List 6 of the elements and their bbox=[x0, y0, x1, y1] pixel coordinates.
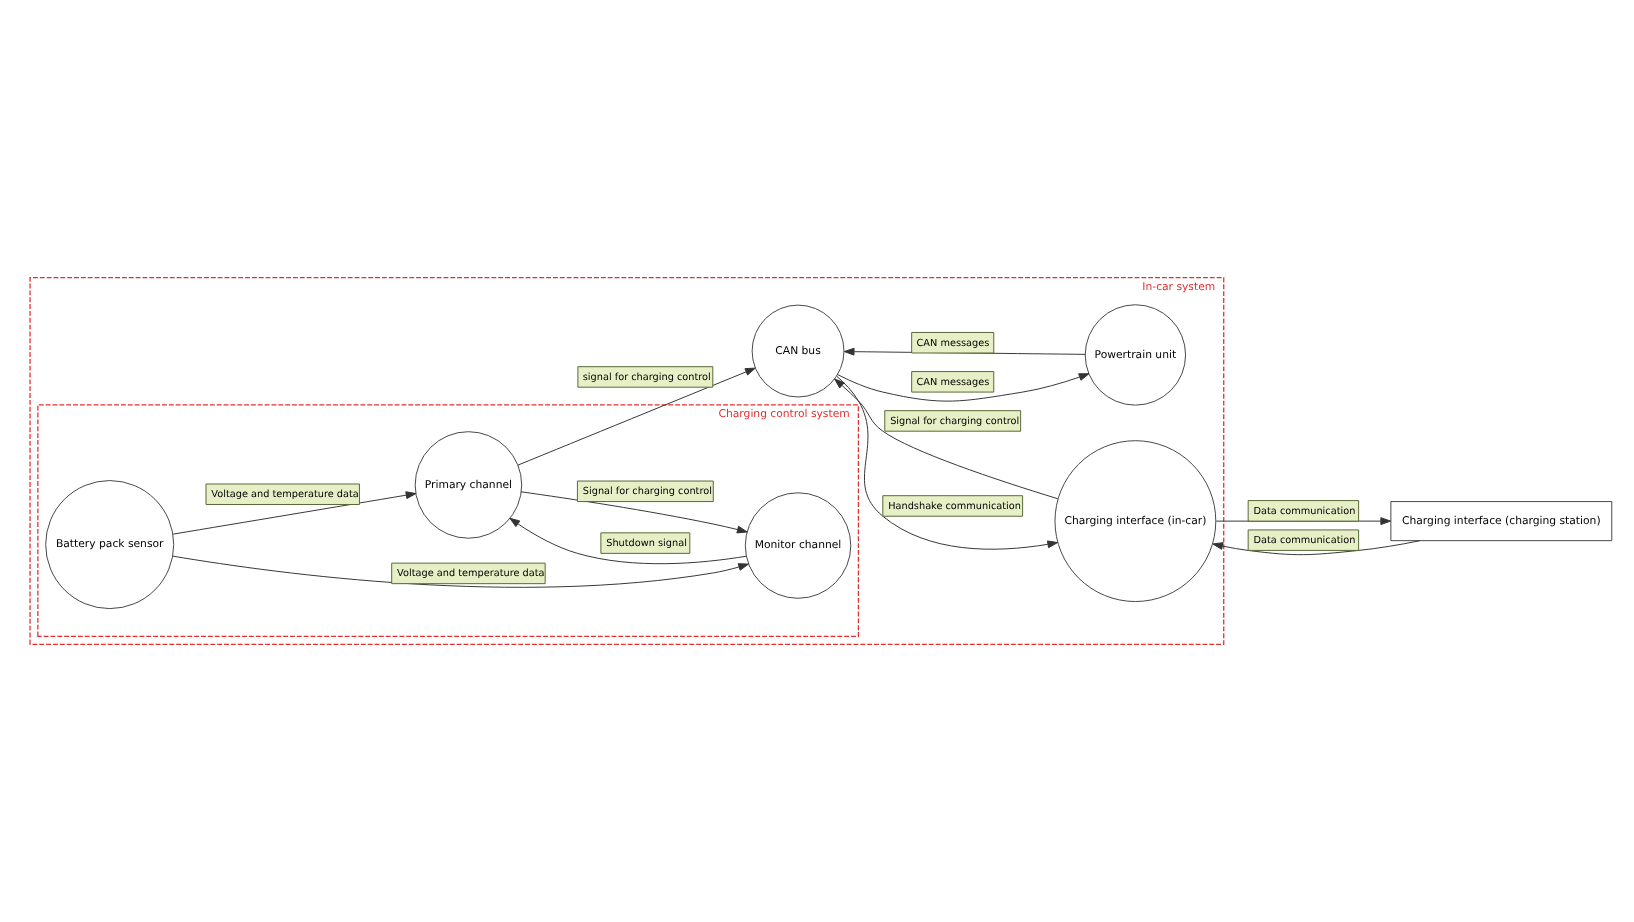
arrow bbox=[834, 378, 1059, 500]
arrow bbox=[1212, 540, 1421, 556]
arrow bbox=[520, 491, 748, 534]
arrow bbox=[172, 491, 417, 535]
arrow bbox=[509, 517, 747, 565]
arrow bbox=[836, 375, 1059, 550]
